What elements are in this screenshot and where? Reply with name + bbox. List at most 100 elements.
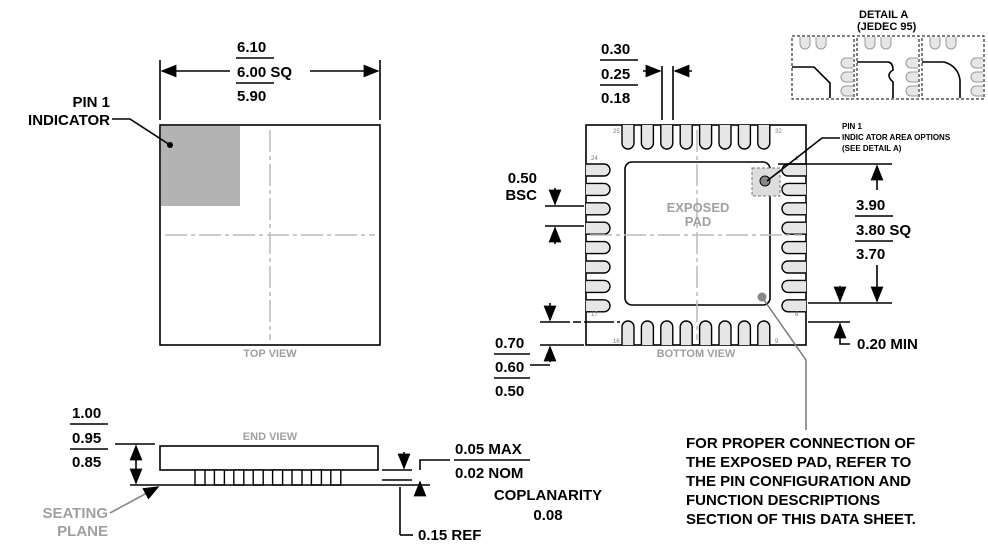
pad-corner-shape [857, 61, 894, 98]
pin-left [586, 299, 611, 313]
pin-top [660, 125, 674, 150]
detail-pin [905, 71, 918, 83]
pin-number-25: 25 [613, 129, 620, 135]
detail-a-subtitle: (JEDEC 95) [857, 21, 917, 33]
pin-top [640, 125, 655, 150]
detail-a-option [921, 35, 985, 100]
pin-left [586, 279, 611, 294]
note: FOR PROPER CONNECTION OF THE EXPOSED PAD… [686, 435, 916, 528]
height-max: 1.00 [72, 405, 101, 422]
note-line-3: THE PIN CONFIGURATION AND [686, 473, 911, 490]
detail-a-title: DETAIL A [859, 9, 908, 21]
exposed-pad-label-2: PAD [685, 214, 711, 229]
pin-left [586, 182, 611, 197]
end-view-pin [310, 469, 323, 486]
pin-left [586, 240, 611, 255]
pad-size-max: 3.90 [856, 197, 885, 214]
detail-pin [840, 85, 853, 97]
standoff-nom: 0.02 NOM [455, 465, 523, 482]
pin-right [781, 202, 806, 216]
top-view-body [159, 124, 381, 346]
detail-a: DETAIL A (JEDEC 95) [791, 9, 985, 100]
detail-pin [864, 37, 876, 50]
detail-pin [840, 57, 853, 69]
height-min: 0.85 [72, 454, 101, 471]
seating-plane-label-2: PLANE [57, 523, 108, 540]
pin-left [586, 260, 611, 274]
pin1-area-line-1: PIN 1 [842, 122, 863, 131]
end-view-pin [194, 469, 206, 486]
pin-right [781, 299, 806, 313]
lead-length-min: 0.50 [495, 383, 524, 400]
height-nom: 0.95 [72, 430, 101, 447]
detail-pin [905, 57, 918, 69]
pin1-label-2: INDICATOR [28, 112, 110, 129]
note-line-5: SECTION OF THIS DATA SHEET. [686, 511, 916, 528]
end-view-pin [233, 469, 245, 486]
pin-left [586, 221, 611, 235]
detail-pin [880, 37, 892, 50]
bottom-view-body [585, 124, 807, 346]
top-dim-nom: 6.00 SQ [237, 64, 292, 81]
pin-bottom [640, 320, 655, 345]
end-view-pin [252, 469, 264, 486]
pin-left [586, 202, 611, 216]
end-view: END VIEW 1.00 0.95 0.85 0.05 MAX 0.02 NO… [42, 405, 602, 544]
pin-number-17: 17 [591, 312, 598, 318]
end-view-label: END VIEW [243, 431, 298, 443]
pin-bottom [679, 320, 693, 345]
pin-number-9: 9 [775, 339, 779, 345]
pin-right [781, 182, 806, 197]
pad-clearance: 0.20 MIN [857, 336, 918, 353]
pad-corner-shape [922, 61, 961, 98]
bottom-view-label: BOTTOM VIEW [657, 348, 736, 360]
pin-number-32: 32 [775, 129, 782, 135]
pad-size-nom: 3.80 SQ [856, 222, 911, 239]
pin-number-1: 1 [795, 156, 799, 162]
top-dim-max: 6.10 [237, 39, 266, 56]
coplanarity-value: 0.08 [533, 507, 562, 524]
pin-width-min: 0.18 [601, 90, 630, 107]
pin-width-nom: 0.25 [601, 66, 630, 83]
detail-pin [840, 71, 853, 83]
note-line-2: THE EXPOSED PAD, REFER TO [686, 454, 912, 471]
detail-pin [970, 85, 983, 97]
detail-pin [970, 57, 983, 69]
top-view: TOP VIEW 6.10 6.00 SQ 5.90 PIN 1 INDICAT… [28, 39, 381, 360]
pins [586, 125, 806, 345]
pin1-area-line-3: (SEE DETAIL A) [842, 144, 902, 153]
pin-number-24: 24 [591, 156, 598, 162]
pin-top [698, 125, 713, 150]
pin-right [781, 221, 806, 235]
detail-pin [929, 37, 941, 50]
pin-number-8: 8 [795, 312, 799, 318]
pad-size-min: 3.70 [856, 246, 885, 263]
exposed-pad-label-1: EXPOSED [667, 200, 730, 215]
pin-left [586, 163, 611, 177]
pin-bottom [698, 320, 713, 345]
detail-pin [905, 85, 918, 97]
pin-top [737, 125, 752, 150]
note-line-1: FOR PROPER CONNECTION OF [686, 435, 915, 452]
coplanarity-label: COPLANARITY [494, 487, 602, 504]
reference-dim: 0.15 REF [418, 527, 481, 544]
end-view-pin [213, 469, 226, 486]
pin-bottom [718, 320, 732, 345]
pad-corner-shape [792, 66, 831, 98]
top-view-label: TOP VIEW [243, 348, 297, 360]
pin-top [679, 125, 693, 150]
end-view-pin [271, 469, 284, 486]
pin-width-max: 0.30 [601, 41, 630, 58]
top-dim-min: 5.90 [237, 88, 266, 105]
pin-bottom [757, 320, 771, 345]
detail-a-option [856, 35, 920, 100]
pin-top [757, 125, 771, 150]
pin-bottom [737, 320, 752, 345]
detail-pin [970, 71, 983, 83]
pin-bottom [660, 320, 674, 345]
detail-pin [945, 37, 957, 50]
detail-a-option [791, 35, 855, 100]
pin1-indicator-area [161, 126, 240, 206]
note-line-4: FUNCTION DESCRIPTIONS [686, 492, 880, 509]
